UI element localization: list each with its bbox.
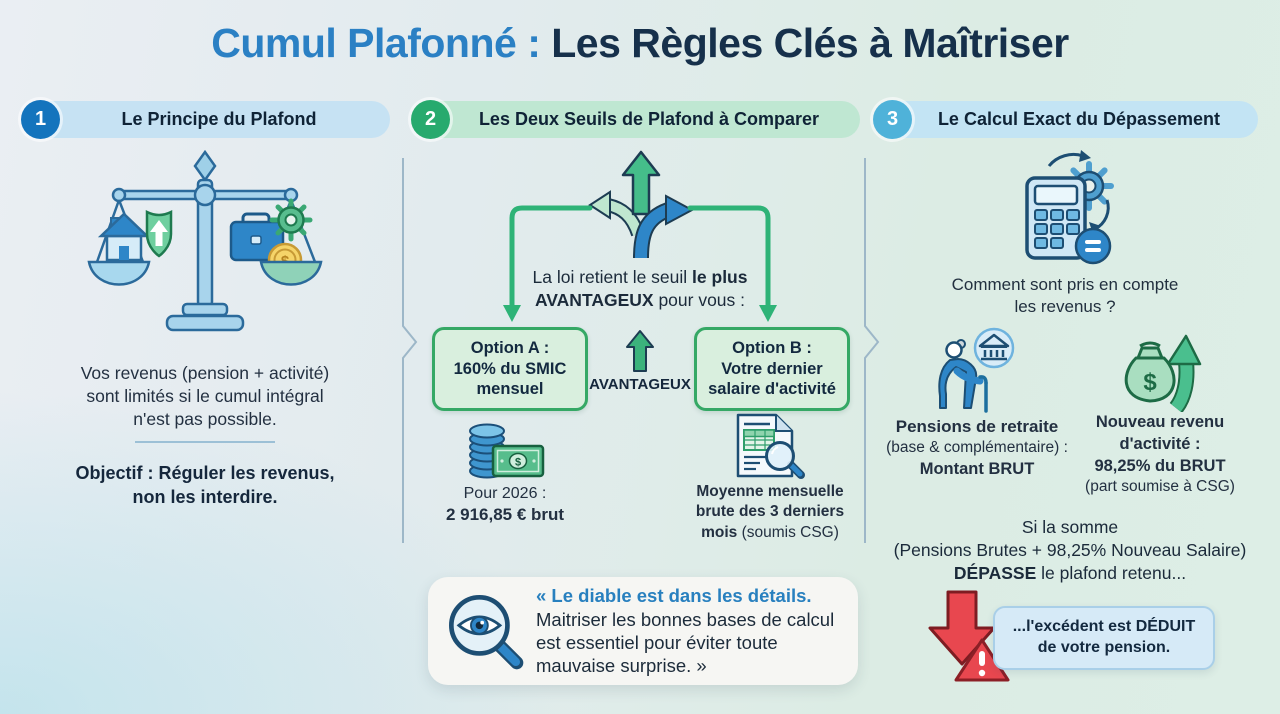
column-divider-1 xyxy=(402,158,418,543)
branch-arrows-icon xyxy=(588,150,695,259)
section2-number-badge: 2 xyxy=(411,100,450,139)
coins-banknote-icon: $ xyxy=(469,423,545,479)
red-down-arrow-warning-icon xyxy=(928,590,1010,682)
law-threshold-text: La loi retient le seuil le plus AVANTAGE… xyxy=(532,267,748,311)
retiree-bank-icon xyxy=(938,327,1015,413)
principle-divider xyxy=(135,441,275,443)
banknote-dollar-glyph: $ xyxy=(515,457,521,469)
deduction-result-box: ...l'excédent est DÉDUIT de votre pensio… xyxy=(993,606,1215,670)
branch-connector-arrows xyxy=(503,205,777,322)
section2-header: 2 Les Deux Seuils de Plafond à Comparer xyxy=(411,100,860,139)
principle-objective-text: Objectif : Réguler les revenus, non les … xyxy=(75,463,335,507)
income-question-text: Comment sont pris en compte les revenus … xyxy=(951,275,1179,317)
section1-header-label: Le Principe du Plafond xyxy=(121,109,317,129)
column-divider-2 xyxy=(864,158,880,543)
page-title-rest: Les Règles Clés à Maîtriser xyxy=(551,20,1069,66)
page-title: Cumul Plafonné : Les Règles Clés à Maîtr… xyxy=(0,20,1280,67)
money-bag-arrow-icon: $ xyxy=(1124,334,1202,412)
option-a-caption: Pour 2026 : 2 916,85 € brut xyxy=(445,485,565,525)
principle-body-text: Vos revenus (pension + activité) sont li… xyxy=(80,363,330,430)
option-b-caption: Moyenne mensuelle brute des 3 derniers m… xyxy=(695,483,845,541)
document-magnifier-icon xyxy=(736,413,805,479)
quote-box: « Le diable est dans les détails. Maitri… xyxy=(428,577,858,685)
option-a-box: Option A : 160% du SMIC mensuel xyxy=(432,327,588,411)
advantageous-label: AVANTAGEUX xyxy=(589,376,691,393)
section3-number-badge: 3 xyxy=(873,100,912,139)
pension-text: Pensions de retraite (base & complémenta… xyxy=(886,417,1068,478)
eye-magnifier-icon xyxy=(449,595,524,670)
page-title-highlight: Cumul Plafonné : xyxy=(211,20,552,66)
section3-header: 3 Le Calcul Exact du Dépassement xyxy=(873,100,1258,139)
section3-header-label: Le Calcul Exact du Dépassement xyxy=(937,109,1221,129)
quote-text: « Le diable est dans les détails. Maitri… xyxy=(536,585,835,677)
section1-header: 1 Le Principe du Plafond xyxy=(21,100,390,139)
new-income-text: Nouveau revenu d'activité : 98,25% du BR… xyxy=(1085,413,1235,496)
balance-scale-icon: $ xyxy=(87,150,323,332)
section1-number-badge: 1 xyxy=(21,100,60,139)
overflow-condition-text: Si la somme (Pensions Brutes + 98,25% No… xyxy=(893,517,1247,584)
advantageous-up-arrow-icon xyxy=(626,330,654,372)
bag-dollar-glyph: $ xyxy=(1143,369,1157,396)
section2-header-label: Les Deux Seuils de Plafond à Comparer xyxy=(478,109,820,129)
calculator-gear-icon xyxy=(1025,150,1114,265)
option-b-box: Option B : Votre dernier salaire d'activ… xyxy=(694,327,850,411)
